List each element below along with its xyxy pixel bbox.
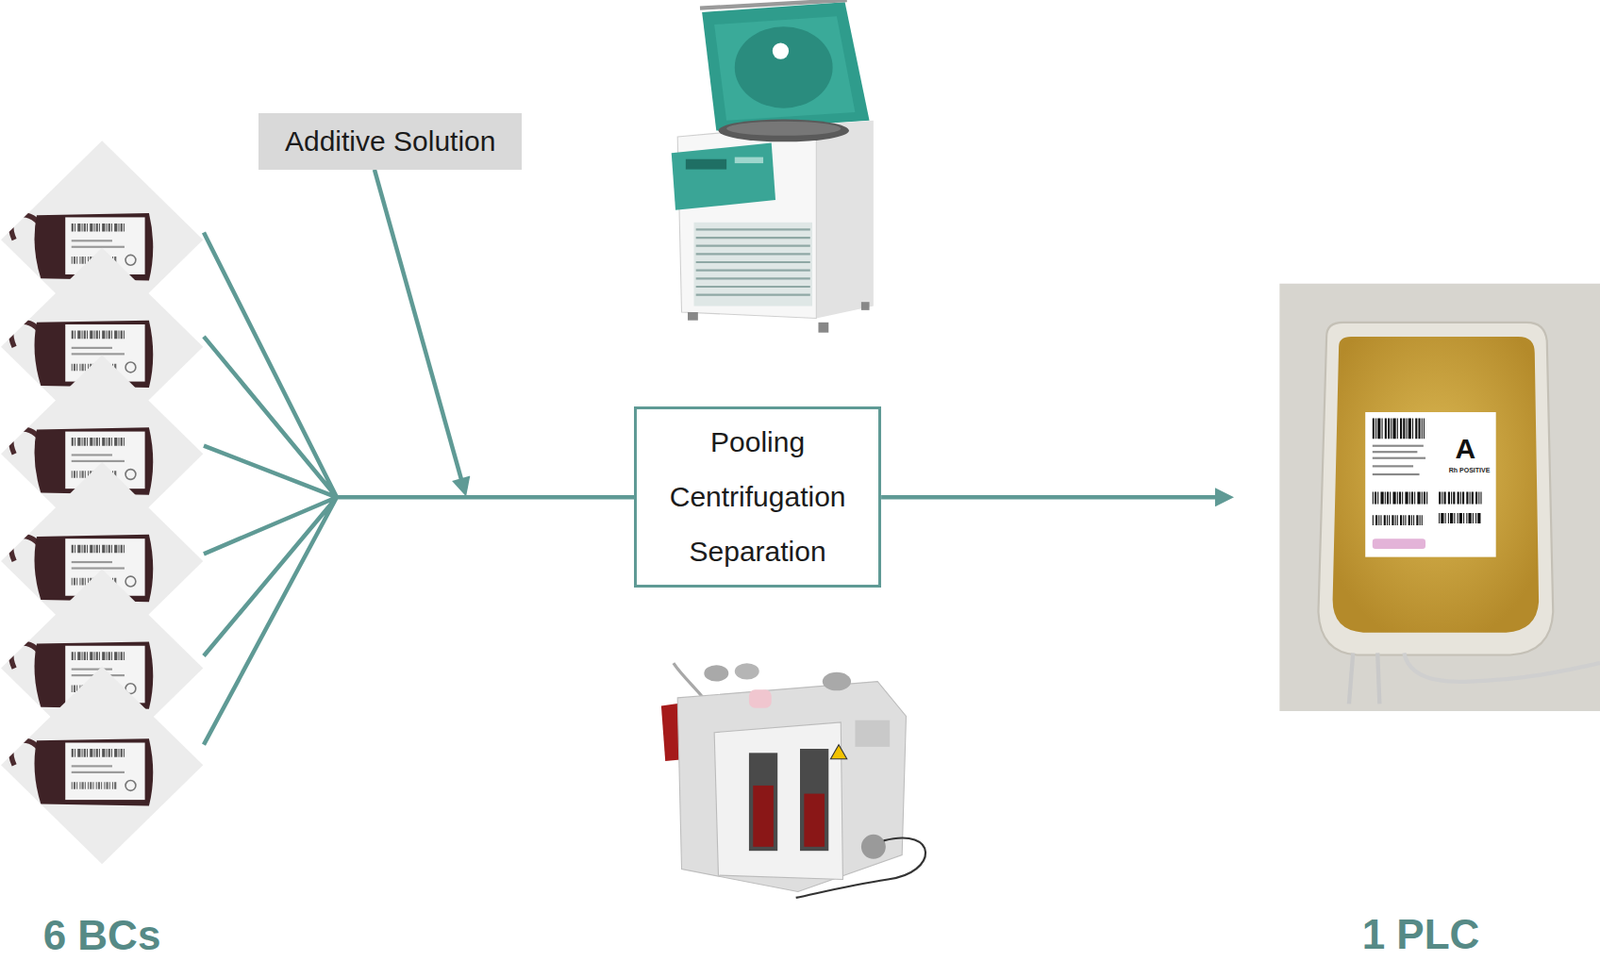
separation-device-part <box>854 720 890 748</box>
separation-device-part <box>830 745 847 760</box>
centrifuge-part-part <box>696 294 811 297</box>
centrifuge <box>671 0 874 334</box>
centrifuge-part-part <box>696 269 811 272</box>
centrifuge-part <box>685 159 727 170</box>
platelet-concentrate-photo-part <box>1372 473 1420 476</box>
centrifuge-part <box>671 142 776 210</box>
platelet-concentrate-photo-part <box>1372 465 1414 467</box>
separation-device-part <box>861 834 886 860</box>
separation-device-part <box>749 689 772 708</box>
separation-device-part <box>752 785 774 848</box>
separation-device-part <box>800 749 829 851</box>
separation-device-part <box>734 663 760 680</box>
platelet-concentrate-photo-part <box>1372 418 1425 440</box>
input-group: 6 BCs <box>0 141 204 959</box>
blood-group-letter: A <box>1454 434 1476 464</box>
platelet-concentrate-photo-part <box>1438 513 1482 524</box>
flow-connector <box>881 495 1228 500</box>
centrifuge-part <box>696 229 811 295</box>
group-caption: 6 BCs <box>43 913 162 959</box>
centrifuge-part-part <box>696 277 811 280</box>
rh-factor-text: Rh POSITIVE <box>1449 466 1491 474</box>
centrifuge-part <box>817 322 829 334</box>
flow-connector <box>374 169 465 491</box>
platelet-concentrate-photo-part <box>1372 450 1418 453</box>
platelet-concentrate-photo-part <box>1403 652 1600 683</box>
centrifuge-part <box>714 16 855 120</box>
centrifuge-part <box>726 121 841 136</box>
centrifuge-part <box>816 120 874 319</box>
platelet-concentrate-photo-part <box>1372 515 1425 526</box>
platelet-concentrate-photo-part <box>1372 457 1426 460</box>
buffy-coat-bags <box>0 140 203 865</box>
platelet-concentrate-photo-part <box>1377 652 1380 704</box>
centrifuge-part-part <box>696 245 811 248</box>
centrifuge-part <box>701 1 869 131</box>
output-group: 1 PLC <box>1279 283 1600 958</box>
centrifuge-part <box>694 222 813 307</box>
platelet-concentrate-photo-part <box>1317 322 1553 656</box>
platelet-concentrate-photo-part <box>1349 652 1353 704</box>
platelet-concentrate-photo-part <box>1333 336 1539 634</box>
buffy-coat-bags-part <box>0 666 203 865</box>
separation-device-part <box>749 752 778 851</box>
separation-device-part <box>796 838 926 899</box>
separation-device-part <box>703 665 729 682</box>
platelet-concentrate-photo-part <box>1372 445 1424 448</box>
centrifuge-part <box>772 42 789 59</box>
centrifuge-part-part <box>696 252 811 255</box>
group-caption: 1 PLC <box>1362 912 1481 958</box>
centrifuge-part <box>861 301 870 311</box>
separation-device-part <box>677 682 906 893</box>
flow-connector <box>203 233 634 746</box>
centrifuge-part-part <box>696 236 811 239</box>
centrifuge-part <box>734 157 764 164</box>
centrifuge-part-part <box>696 285 811 288</box>
centrifuge-part <box>687 312 699 321</box>
centrifuge-part <box>734 26 834 109</box>
centrifuge-part <box>717 119 849 143</box>
separation-device-part <box>803 794 825 848</box>
input-box: Additive Solution <box>258 113 522 170</box>
platelet-concentrate-photo-part <box>1279 283 1600 712</box>
box-label: Additive Solution <box>284 124 496 159</box>
centrifuge-part-part <box>696 228 811 231</box>
platelet-concentrate-photo-part <box>1372 538 1426 550</box>
centrifuge-part <box>700 0 848 9</box>
platelet-concentrate-photo <box>1279 283 1600 712</box>
centrifuge-part-part <box>696 261 811 264</box>
platelet-concentrate-photo-part <box>1365 412 1496 558</box>
separation-device-part <box>714 722 843 881</box>
separation-device <box>661 663 926 899</box>
platelet-concentrate-photo-part <box>1438 491 1482 504</box>
platelet-concentrate-photo-part <box>1372 491 1429 504</box>
process-steps: Pooling Centrifugation Separation <box>669 415 847 580</box>
process-box: Pooling Centrifugation Separation <box>633 406 882 588</box>
separation-device-part <box>822 672 851 691</box>
